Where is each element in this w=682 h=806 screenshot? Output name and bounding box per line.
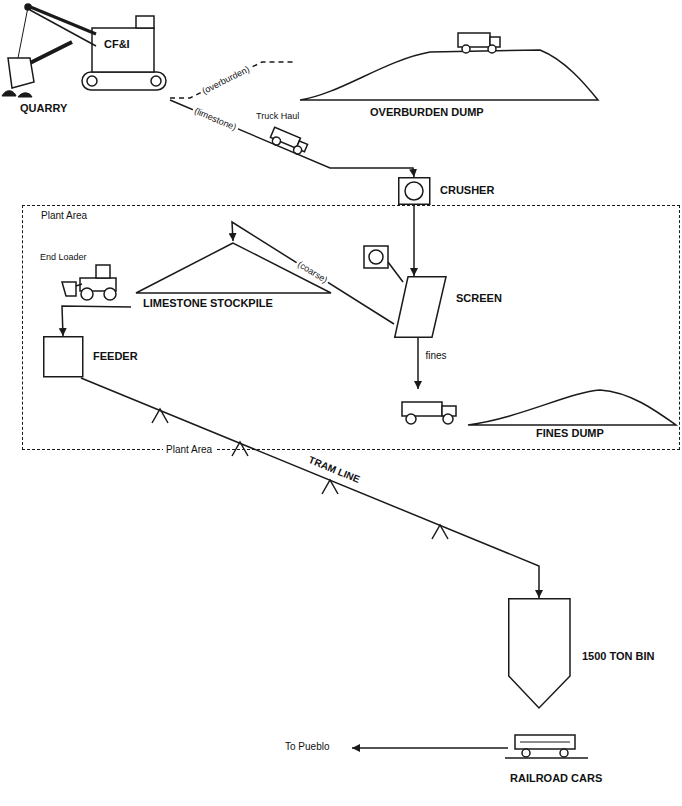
node-label: FINES DUMP xyxy=(536,427,604,440)
feeder-hopper xyxy=(44,337,83,377)
truck-wheel xyxy=(443,414,453,424)
tram-tower xyxy=(232,442,248,456)
car-wheel xyxy=(560,749,568,757)
track-wheel xyxy=(87,76,97,86)
node-label: 1500 TON BIN xyxy=(582,650,655,663)
loader-bucket xyxy=(62,282,76,296)
loader-cab xyxy=(96,265,110,278)
annotation-label: Truck Haul xyxy=(256,111,299,121)
node-label: RAILROAD CARS xyxy=(510,772,602,785)
fines-dump: FINES DUMP xyxy=(396,389,676,442)
flow-connector xyxy=(81,378,539,598)
storage-bin: 1500 TON BIN xyxy=(508,598,678,710)
annotation-label: CF&I xyxy=(104,38,130,51)
flow-connector xyxy=(413,205,415,276)
node-label: FEEDER xyxy=(93,350,138,363)
end-loader xyxy=(62,265,116,300)
dump-truck xyxy=(458,33,490,47)
crusher-roll xyxy=(369,250,383,264)
node-label: SCREEN xyxy=(456,292,502,305)
flow-connector xyxy=(62,306,131,336)
node-label: Plant Area xyxy=(163,444,215,456)
overburden-mound xyxy=(300,33,598,100)
crusher-roll xyxy=(405,182,423,200)
fines-dump-art xyxy=(402,390,676,425)
loader-wheel xyxy=(81,288,93,300)
node-label: QUARRY xyxy=(20,102,67,115)
flow-connector xyxy=(417,338,419,389)
car-body xyxy=(515,735,575,749)
tram-towers xyxy=(152,409,448,539)
shovel-body xyxy=(92,28,154,72)
shovel-boom xyxy=(30,10,96,46)
flow-connector xyxy=(170,62,295,98)
screen-deck xyxy=(395,277,446,338)
chute-line xyxy=(388,262,403,282)
bin-outline xyxy=(509,599,570,708)
hoist-cable xyxy=(18,7,28,58)
feeder-box: FEEDER xyxy=(43,336,153,378)
crusher-box xyxy=(364,246,388,268)
node-label: Plant Area xyxy=(41,210,87,222)
annotation-label: End Loader xyxy=(40,252,87,262)
shovel-boom xyxy=(28,6,96,34)
car-rib xyxy=(520,742,570,743)
dump-area: OVERBURDEN DUMP xyxy=(295,30,595,122)
power-shovel xyxy=(2,4,166,97)
connector-label: fines xyxy=(424,350,449,362)
plant-area: CRUSHERSCREENLIMESTONE STOCKPILEFINES DU… xyxy=(22,205,680,450)
railroad-cars: RAILROAD CARS xyxy=(505,728,625,788)
stockpile-shape: LIMESTONE STOCKPILE xyxy=(131,241,336,313)
shipping-arrow xyxy=(352,747,508,749)
rock-pile xyxy=(2,91,32,97)
crusher-box: CRUSHER xyxy=(398,177,498,205)
truck-wheel xyxy=(488,45,496,53)
secondary-crusher xyxy=(364,246,403,282)
railroad-car xyxy=(505,735,588,758)
track-wheel xyxy=(151,76,161,86)
annotation-label: To Pueblo xyxy=(285,741,329,753)
car-wheel xyxy=(522,749,530,757)
crusher-housing xyxy=(399,178,430,205)
node-label: LIMESTONE STOCKPILE xyxy=(143,297,273,310)
dump-mound xyxy=(300,50,598,100)
fines-truck xyxy=(402,402,442,416)
stockpile-mound xyxy=(136,243,331,293)
truck-wheel xyxy=(462,45,470,53)
dipper-bucket xyxy=(8,58,34,88)
connector-label: (limestone) xyxy=(190,105,239,133)
loader-arm xyxy=(76,284,82,286)
shovel-cab xyxy=(136,16,154,28)
node-label: CRUSHER xyxy=(440,184,494,197)
node-label: OVERBURDEN DUMP xyxy=(370,106,484,119)
loader-wheel xyxy=(104,288,116,300)
haul-truck xyxy=(268,127,308,156)
quarry-area: QUARRY xyxy=(2,2,170,120)
shovel-track xyxy=(82,72,166,90)
fines-mound xyxy=(468,390,676,425)
rail xyxy=(505,757,588,759)
screen-shape: SCREEN xyxy=(394,276,509,338)
screen-outline xyxy=(394,276,509,338)
connector-label: (overburden) xyxy=(199,63,253,97)
truck-wheel xyxy=(406,414,416,424)
